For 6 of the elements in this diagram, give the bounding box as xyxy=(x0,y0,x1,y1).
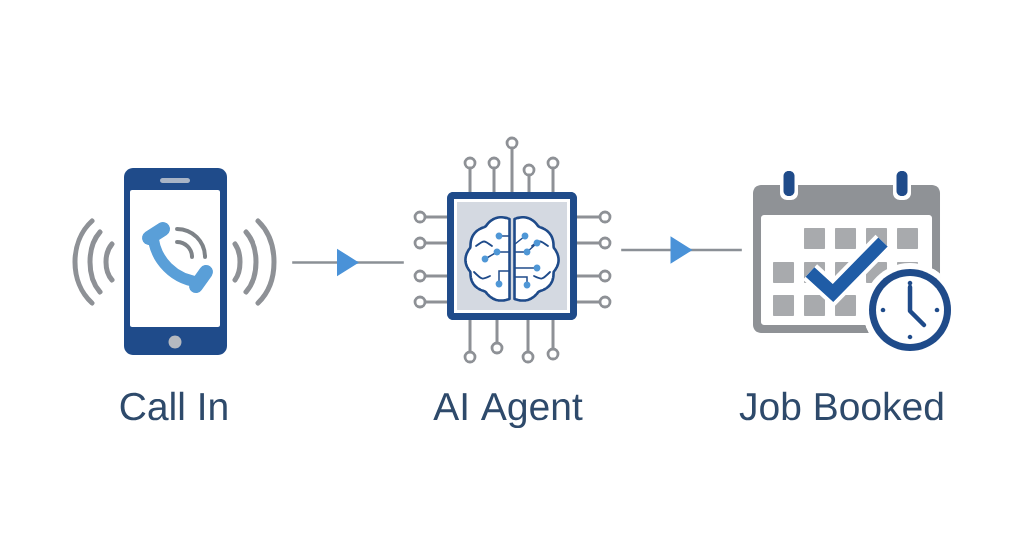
node-label: Job Booked xyxy=(739,391,943,421)
node-label: AI Agent xyxy=(433,393,583,429)
node-label: Call In xyxy=(120,391,227,421)
chip-picture xyxy=(413,136,612,364)
calendar-picture xyxy=(753,171,951,351)
phone-picture xyxy=(72,168,277,355)
